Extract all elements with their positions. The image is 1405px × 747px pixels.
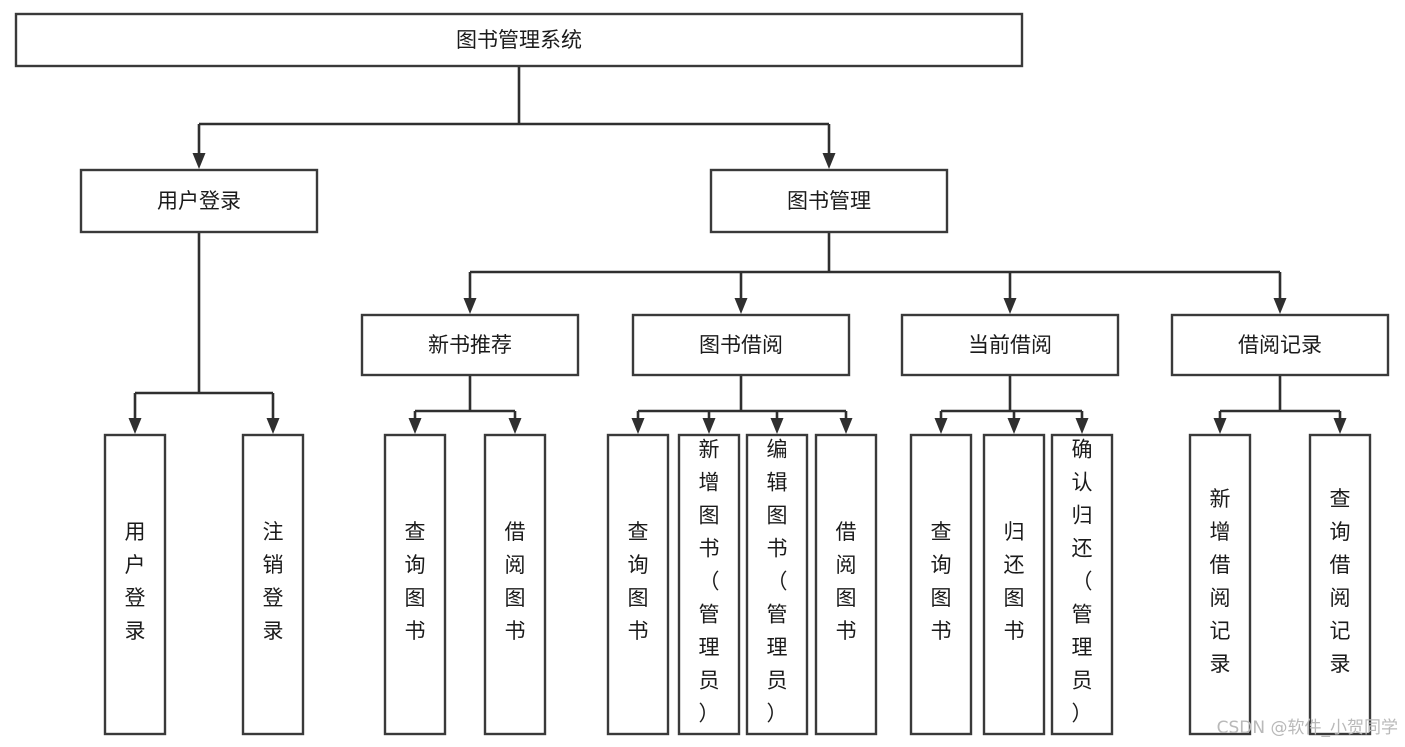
arrow-head-leaf-borrow-book-rec: [508, 418, 522, 434]
arrow-head-leaf-borrow-book: [839, 418, 853, 434]
node-label-leaf-query-borrow-record: 查询借阅记录: [1330, 487, 1351, 676]
node-box-leaf-borrow-book-rec: [483, 433, 547, 736]
node-leaf-query-book-current[interactable]: 查询图书: [909, 433, 973, 736]
node-label-leaf-query-book-rec: 查询图书: [405, 520, 426, 643]
node-label-leaf-edit-book: 编辑图书（管理员）: [767, 438, 788, 726]
node-leaf-add-borrow-record[interactable]: 新增借阅记录: [1188, 433, 1252, 736]
node-root[interactable]: 图书管理系统: [14, 12, 1024, 68]
arrow-head-leaf-query-book-rec: [408, 418, 422, 434]
node-borrow-records[interactable]: 借阅记录: [1170, 313, 1390, 377]
node-box-leaf-edit-book: [745, 433, 809, 736]
node-leaf-query-book-borrow[interactable]: 查询图书: [606, 433, 670, 736]
node-box-book-borrow: [631, 313, 851, 377]
arrow-head-user-login: [192, 153, 206, 169]
arrow-head-new-book-recommend: [463, 298, 477, 314]
node-label-leaf-query-book-borrow: 查询图书: [628, 520, 649, 643]
node-label-book-borrow: 图书借阅: [699, 333, 783, 357]
node-new-book-recommend[interactable]: 新书推荐: [360, 313, 580, 377]
node-box-leaf-query-book-rec: [383, 433, 447, 736]
node-box-leaf-user-login: [103, 433, 167, 736]
node-box-leaf-add-borrow-record: [1188, 433, 1252, 736]
node-box-leaf-borrow-book: [814, 433, 878, 736]
node-box-root: [14, 12, 1024, 68]
node-label-current-borrow: 当前借阅: [968, 333, 1052, 357]
node-user-login[interactable]: 用户登录: [79, 168, 319, 234]
arrow-head-leaf-confirm-return: [1075, 418, 1089, 434]
node-box-book-management: [709, 168, 949, 234]
csdn-watermark: CSDN @软件_小贺同学: [1217, 718, 1398, 738]
arrow-head-current-borrow: [1003, 298, 1017, 314]
node-label-leaf-add-borrow-record: 新增借阅记录: [1210, 487, 1231, 676]
node-label-root: 图书管理系统: [456, 28, 582, 52]
node-leaf-query-book-rec[interactable]: 查询图书: [383, 433, 447, 736]
node-box-current-borrow: [900, 313, 1120, 377]
node-box-leaf-query-book-borrow: [606, 433, 670, 736]
node-label-leaf-borrow-book: 借阅图书: [836, 520, 857, 643]
arrow-head-leaf-add-book: [702, 418, 716, 434]
arrow-head-leaf-user-login: [128, 418, 142, 434]
node-box-leaf-return-book: [982, 433, 1046, 736]
connector-layer: [128, 66, 1347, 434]
arrow-head-leaf-edit-book: [770, 418, 784, 434]
node-leaf-user-login[interactable]: 用户登录: [103, 433, 167, 736]
node-box-new-book-recommend: [360, 313, 580, 377]
node-label-leaf-return-book: 归还图书: [1004, 520, 1025, 643]
node-current-borrow[interactable]: 当前借阅: [900, 313, 1120, 377]
node-label-leaf-add-book: 新增图书（管理员）: [699, 438, 720, 726]
node-leaf-borrow-book-rec[interactable]: 借阅图书: [483, 433, 547, 736]
node-book-management[interactable]: 图书管理: [709, 168, 949, 234]
arrow-head-leaf-query-book-current: [934, 418, 948, 434]
node-label-book-management: 图书管理: [787, 189, 871, 213]
node-label-borrow-records: 借阅记录: [1238, 333, 1322, 357]
node-label-leaf-confirm-return: 确认归还（管理员）: [1072, 438, 1093, 726]
arrow-head-book-management: [822, 153, 836, 169]
node-label-leaf-user-login: 用户登录: [125, 520, 146, 643]
node-label-new-book-recommend: 新书推荐: [428, 333, 512, 357]
node-box-leaf-query-book-current: [909, 433, 973, 736]
node-label-leaf-query-book-current: 查询图书: [931, 520, 952, 643]
node-leaf-return-book[interactable]: 归还图书: [982, 433, 1046, 736]
node-box-leaf-confirm-return: [1050, 433, 1114, 736]
node-box-leaf-logout-login: [241, 433, 305, 736]
node-leaf-add-book[interactable]: 新增图书（管理员）: [677, 433, 741, 736]
node-box-leaf-query-borrow-record: [1308, 433, 1372, 736]
node-leaf-query-borrow-record[interactable]: 查询借阅记录: [1308, 433, 1372, 736]
arrow-head-leaf-logout-login: [266, 418, 280, 434]
node-label-leaf-borrow-book-rec: 借阅图书: [505, 520, 526, 643]
node-box-leaf-add-book: [677, 433, 741, 736]
node-layer: 图书管理系统用户登录图书管理新书推荐图书借阅当前借阅借阅记录用户登录注销登录查询…: [14, 12, 1390, 736]
arrow-head-book-borrow: [734, 298, 748, 314]
node-leaf-borrow-book[interactable]: 借阅图书: [814, 433, 878, 736]
node-label-user-login: 用户登录: [157, 189, 241, 213]
arrow-head-leaf-query-borrow-record: [1333, 418, 1347, 434]
arrow-head-leaf-add-borrow-record: [1213, 418, 1227, 434]
arrow-head-borrow-records: [1273, 298, 1287, 314]
node-box-user-login: [79, 168, 319, 234]
node-label-leaf-logout-login: 注销登录: [263, 520, 284, 643]
node-book-borrow[interactable]: 图书借阅: [631, 313, 851, 377]
arrow-head-leaf-return-book: [1007, 418, 1021, 434]
arrow-head-leaf-query-book-borrow: [631, 418, 645, 434]
node-box-borrow-records: [1170, 313, 1390, 377]
node-leaf-edit-book[interactable]: 编辑图书（管理员）: [745, 433, 809, 736]
node-leaf-logout-login[interactable]: 注销登录: [241, 433, 305, 736]
node-leaf-confirm-return[interactable]: 确认归还（管理员）: [1050, 433, 1114, 736]
